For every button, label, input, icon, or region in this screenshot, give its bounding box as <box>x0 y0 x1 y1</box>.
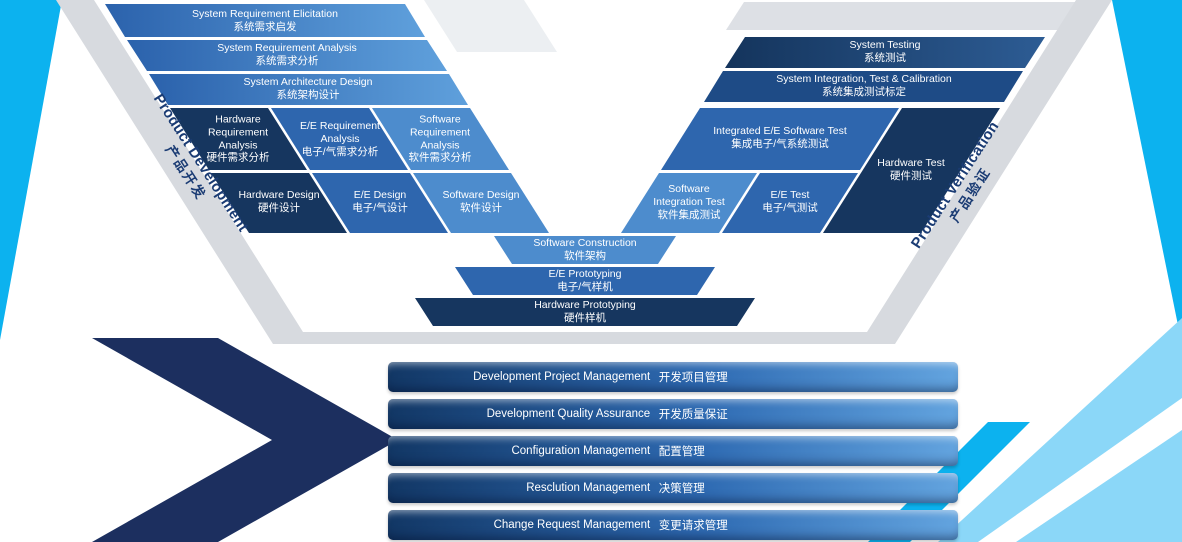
bar-label-en: Development Quality Assurance <box>486 408 651 420</box>
cell-hardware-requirement-analysis <box>170 108 307 170</box>
band-software-construction <box>494 236 676 264</box>
bar-resolution-management: Resclution Management 决策管理 <box>388 473 958 503</box>
bar-change-request-management: Change Request Management 变更请求管理 <box>388 510 958 540</box>
cell-hardware-design <box>211 173 347 233</box>
bar-label-en: Development Project Management <box>473 371 651 383</box>
cell-ee-requirement-analysis <box>271 108 408 170</box>
bar-label-zh: 开发质量保证 <box>658 409 728 421</box>
cell-software-design <box>413 173 549 233</box>
cell-hardware-test <box>823 108 1000 233</box>
bar-configuration-management: Configuration Management 配置管理 <box>388 436 958 466</box>
cell-software-requirement-analysis <box>372 108 509 170</box>
decor-gray-top-center <box>424 0 557 52</box>
cell-software-integration-test <box>621 173 757 233</box>
bar-label-zh: 变更请求管理 <box>658 520 728 532</box>
decor-gray-top-right-cap <box>726 2 1080 30</box>
bar-label-zh: 开发项目管理 <box>658 372 728 384</box>
band-system-requirement-elicitation <box>105 4 425 37</box>
cell-integrated-ee-software-test <box>661 108 899 170</box>
cell-ee-test <box>722 173 858 233</box>
decor-cyan-right-wedge <box>1112 0 1182 345</box>
bar-label-en: Configuration Management <box>511 445 651 457</box>
decor-white-stripe-bottom-right <box>978 398 1182 542</box>
band-system-integration-test-calibration <box>704 71 1023 102</box>
decor-navy-arrow <box>92 338 398 542</box>
band-system-architecture-design <box>149 74 468 105</box>
decor-cyan-left-wedge <box>0 0 62 340</box>
band-system-testing <box>725 37 1045 68</box>
bar-label-zh: 配置管理 <box>658 446 705 458</box>
bar-development-project-management: Development Project Management 开发项目管理 <box>388 362 958 392</box>
band-ee-prototyping <box>455 267 715 295</box>
band-system-requirement-analysis <box>127 40 447 71</box>
cell-ee-design <box>312 173 448 233</box>
bar-development-quality-assurance: Development Quality Assurance 开发质量保证 <box>388 399 958 429</box>
bar-label-zh: 决策管理 <box>658 483 705 495</box>
bar-label-en: Resclution Management <box>526 482 651 494</box>
band-hardware-prototyping <box>415 298 755 326</box>
bar-label-en: Change Request Management <box>493 519 651 531</box>
decor-lightblue-bottom-right <box>938 318 1182 542</box>
